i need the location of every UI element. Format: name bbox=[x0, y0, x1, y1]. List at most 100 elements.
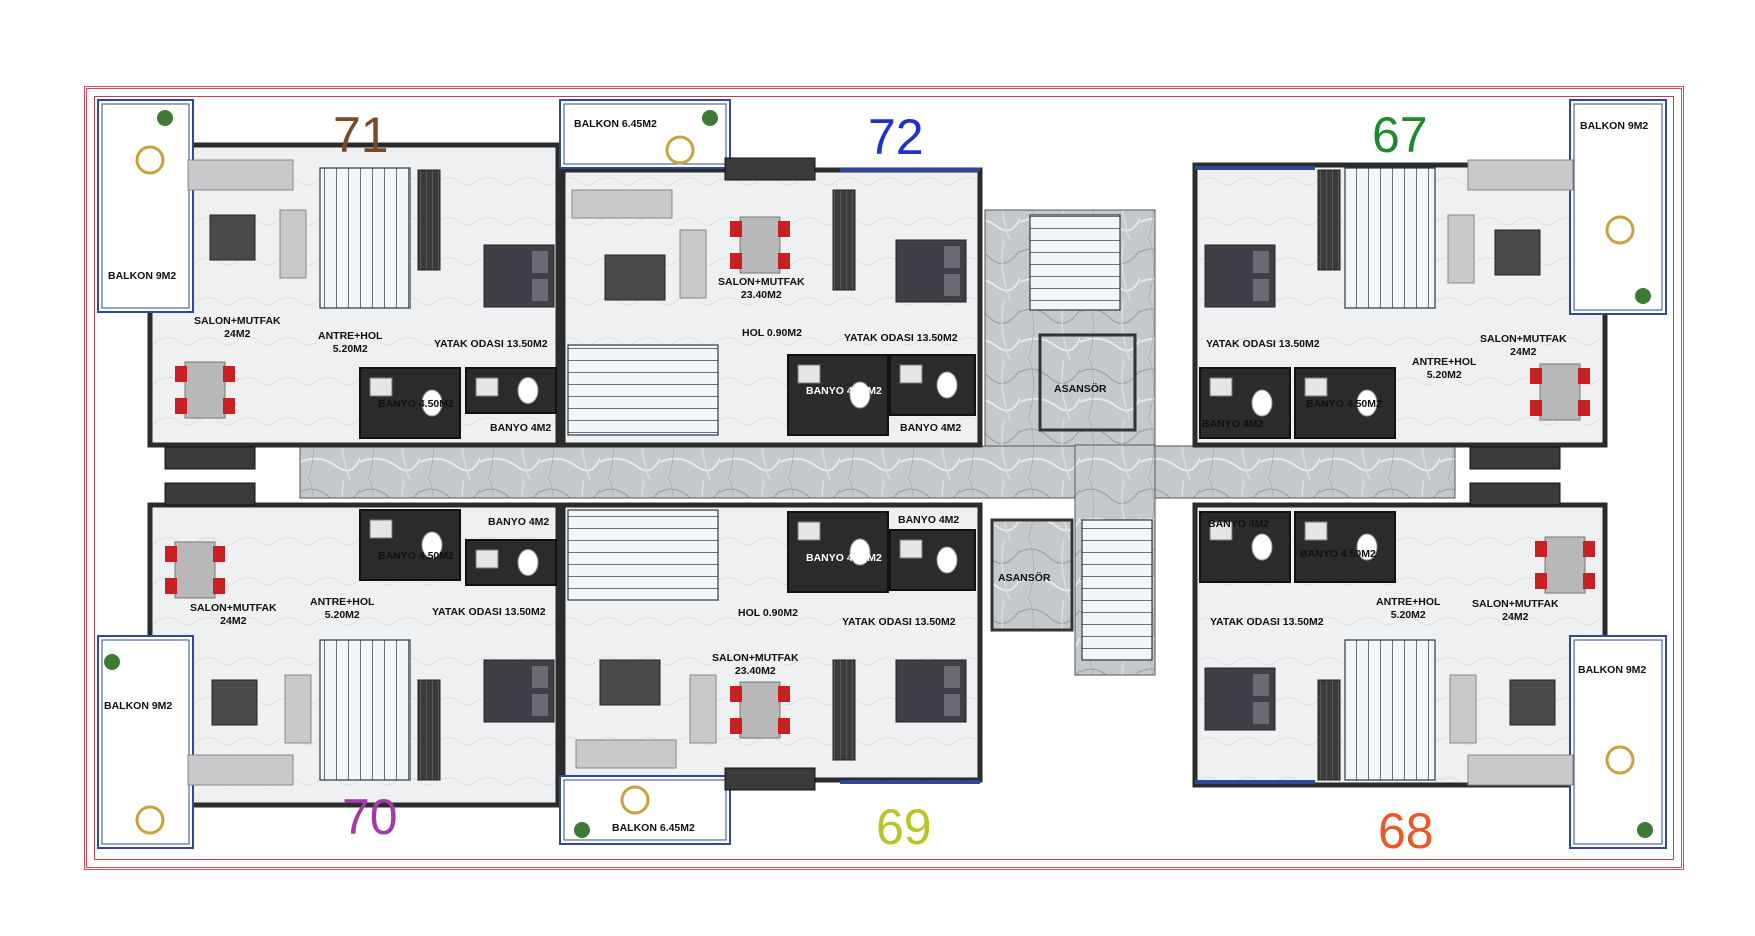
sofa-icon bbox=[1467, 754, 1574, 786]
room-label-banyo: BANYO 4M2 bbox=[488, 516, 550, 528]
chair bbox=[165, 578, 177, 594]
sofa-icon bbox=[1447, 214, 1475, 284]
toilet-icon bbox=[849, 381, 871, 409]
table-chairs-icon bbox=[135, 145, 165, 175]
sink-icon bbox=[1304, 377, 1328, 397]
outer-border bbox=[84, 86, 1684, 870]
room-label-salon: SALON+MUTFAK 23.40M2 bbox=[718, 276, 805, 301]
toilet-icon bbox=[421, 531, 443, 559]
window-strip bbox=[1195, 780, 1315, 784]
chair bbox=[223, 398, 235, 414]
sink-icon bbox=[369, 519, 393, 539]
chair bbox=[175, 398, 187, 414]
room-label-yatak: YATAK ODASI 13.50M2 bbox=[432, 606, 546, 618]
room-label-banyo: BANYO 4.80M2 bbox=[806, 552, 882, 564]
plant-icon bbox=[1635, 288, 1651, 304]
sink-icon bbox=[475, 377, 499, 397]
room-label-antre: ANTRE+HOL 5.20M2 bbox=[1376, 596, 1441, 621]
staircase-icon bbox=[319, 639, 411, 781]
pillow bbox=[1253, 279, 1269, 301]
room-label-banyo: BANYO 4.50M2 bbox=[1300, 548, 1376, 560]
plant-icon bbox=[157, 110, 173, 126]
sink-icon bbox=[1209, 377, 1233, 397]
toilet-icon bbox=[1356, 389, 1378, 417]
chair bbox=[1583, 541, 1595, 557]
table-chairs-icon bbox=[665, 135, 695, 165]
table-chairs-icon bbox=[1605, 215, 1635, 245]
chair bbox=[1583, 573, 1595, 589]
coffee-table bbox=[209, 214, 256, 261]
coffee-table bbox=[211, 679, 258, 726]
wardrobe bbox=[832, 659, 856, 761]
room-label-salon: SALON+MUTFAK 24M2 bbox=[190, 602, 277, 627]
chair bbox=[1530, 400, 1542, 416]
staircase-icon bbox=[1029, 214, 1121, 311]
toilet-icon bbox=[1251, 533, 1273, 561]
sink-icon bbox=[797, 364, 821, 384]
elevator bbox=[1038, 333, 1137, 432]
toilet-icon bbox=[849, 538, 871, 566]
sink-icon bbox=[899, 364, 923, 384]
room-label-banyo: BANYO 4.80M2 bbox=[806, 385, 882, 397]
sofa-icon bbox=[571, 189, 673, 219]
wardrobe bbox=[417, 679, 441, 781]
chair bbox=[730, 718, 742, 734]
wardrobe bbox=[832, 189, 856, 291]
table-chairs-icon bbox=[739, 216, 781, 274]
pillow bbox=[532, 279, 548, 301]
sink-icon bbox=[899, 539, 923, 559]
bathroom bbox=[889, 529, 976, 591]
chair bbox=[778, 686, 790, 702]
chair bbox=[730, 221, 742, 237]
toilet-icon bbox=[1251, 389, 1273, 417]
bathroom bbox=[889, 354, 976, 416]
plant-icon bbox=[1637, 822, 1653, 838]
room-label-yatak: YATAK ODASI 13.50M2 bbox=[1210, 616, 1324, 628]
pillow bbox=[532, 666, 548, 688]
balcony-inner bbox=[1573, 639, 1663, 845]
sink-icon bbox=[1304, 521, 1328, 541]
chair bbox=[1578, 400, 1590, 416]
pillow bbox=[532, 251, 548, 273]
room-label-salon: SALON+MUTFAK 24M2 bbox=[1472, 598, 1559, 623]
chair bbox=[223, 366, 235, 382]
room-label-antre: ANTRE+HOL 5.20M2 bbox=[318, 330, 383, 355]
balcony-inner bbox=[101, 639, 190, 845]
balcony bbox=[1569, 99, 1667, 315]
plant-icon bbox=[702, 110, 718, 126]
sink-icon bbox=[369, 377, 393, 397]
stove-icon bbox=[724, 767, 816, 791]
balcony bbox=[559, 99, 731, 169]
room-label-balkon: BALKON 9M2 bbox=[108, 270, 177, 282]
chair bbox=[1530, 368, 1542, 384]
plant-icon bbox=[104, 654, 120, 670]
sink-icon bbox=[1209, 521, 1233, 541]
coffee-table bbox=[604, 254, 666, 301]
balcony-inner bbox=[1573, 103, 1663, 311]
room-label-antre: ANTRE+HOL 5.20M2 bbox=[1412, 356, 1477, 381]
chair bbox=[175, 366, 187, 382]
room-label-banyo: BANYO 4M2 bbox=[490, 422, 552, 434]
sofa-icon bbox=[187, 754, 294, 786]
stove-icon bbox=[1469, 482, 1561, 506]
staircase-icon bbox=[1081, 519, 1153, 661]
room-label-hol: HOL 0.90M2 bbox=[738, 607, 798, 619]
staircase-icon bbox=[567, 509, 719, 601]
stove-icon bbox=[164, 446, 256, 470]
sofa-icon bbox=[575, 739, 677, 769]
sink-icon bbox=[797, 521, 821, 541]
coffee-table bbox=[599, 659, 661, 706]
table-chairs-icon bbox=[620, 785, 650, 815]
balcony-inner bbox=[101, 103, 190, 309]
room-label-balkon: BALKON 6.45M2 bbox=[612, 822, 695, 834]
balcony-inner bbox=[563, 103, 727, 165]
room-label-banyo: BANYO 4.50M2 bbox=[378, 398, 454, 410]
corridor-floor bbox=[299, 445, 1456, 499]
sink-icon bbox=[475, 549, 499, 569]
sofa-icon bbox=[279, 209, 307, 279]
room-label-banyo: BANYO 4.50M2 bbox=[378, 550, 454, 562]
bathroom bbox=[1294, 367, 1396, 439]
table-chairs-icon bbox=[174, 541, 216, 599]
chair bbox=[730, 686, 742, 702]
